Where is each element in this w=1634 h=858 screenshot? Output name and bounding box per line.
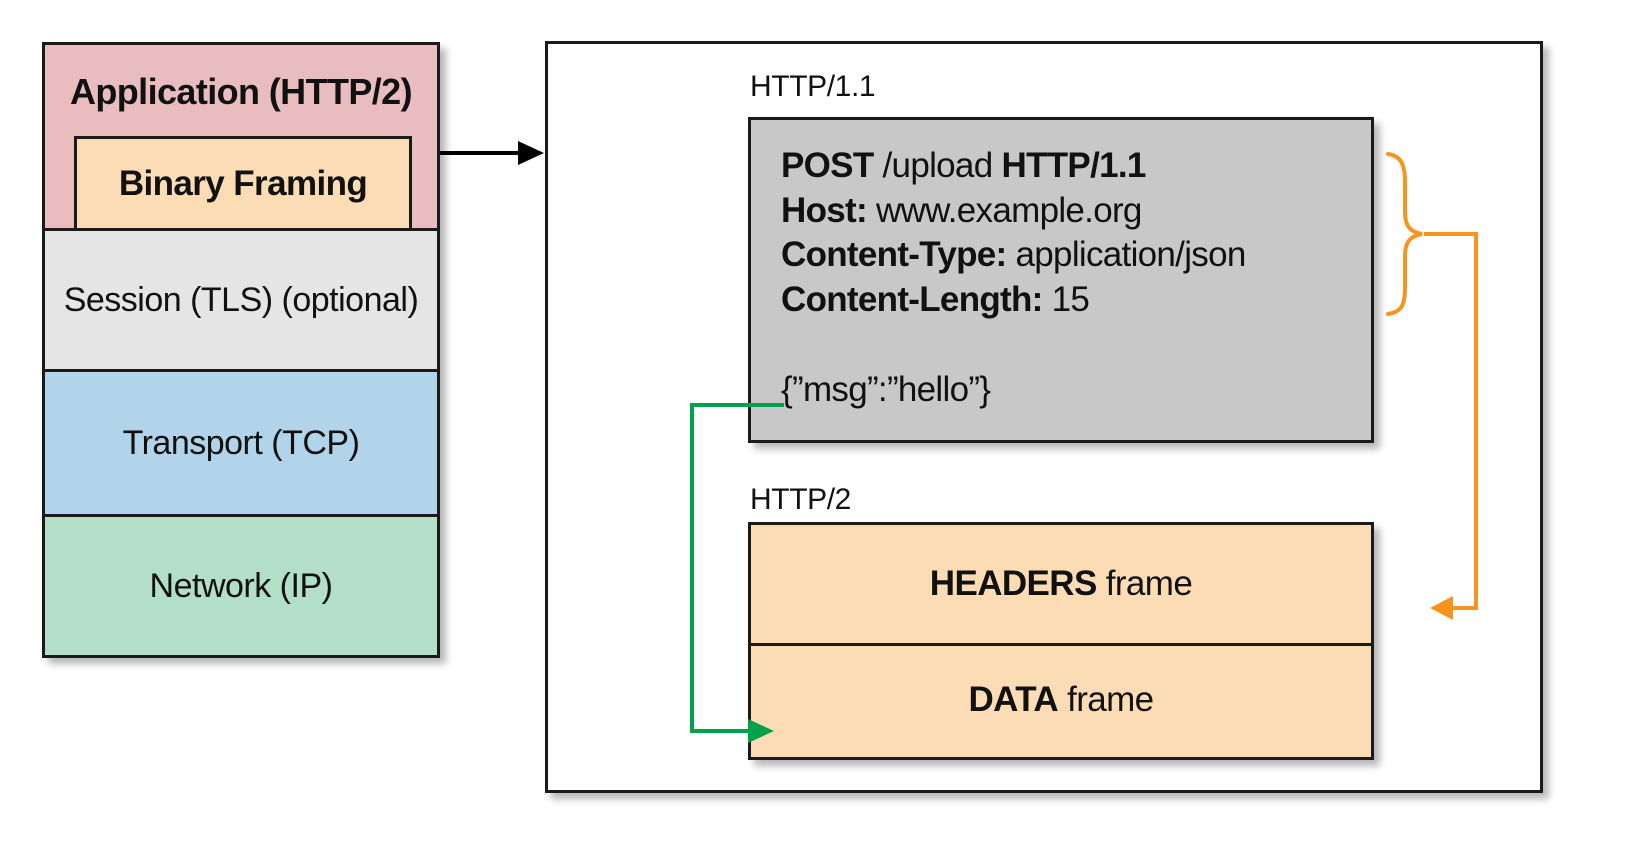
header-name: Content-Length: xyxy=(781,280,1043,319)
header-name: Host: xyxy=(781,191,868,230)
header-line: Content-Type: application/json xyxy=(781,235,1246,275)
protocol-stack: Application (HTTP/2) Binary Framing Sess… xyxy=(42,42,440,658)
transport-layer: Transport (TCP) xyxy=(45,372,437,517)
header-value: 15 xyxy=(1051,280,1090,319)
stack-to-panel-arrow xyxy=(440,141,544,165)
headers-frame: HEADERS frame xyxy=(751,525,1371,646)
application-layer: Application (HTTP/2) Binary Framing xyxy=(45,45,437,228)
application-layer-label: Application (HTTP/2) xyxy=(70,71,413,112)
data-frame-suffix: frame xyxy=(1067,680,1154,719)
binary-framing-label: Binary Framing xyxy=(118,163,368,203)
request-method: POST xyxy=(781,146,874,185)
session-layer-label: Session (TLS) (optional) xyxy=(63,280,419,319)
http2-frames-box: HEADERS frame DATA frame xyxy=(748,522,1374,760)
http11-caption: HTTP/1.1 xyxy=(750,70,876,103)
http2-caption: HTTP/2 xyxy=(750,483,851,516)
data-frame: DATA frame xyxy=(751,643,1371,757)
request-version: HTTP/1.1 xyxy=(1001,146,1147,185)
request-line: POST /upload HTTP/1.1 xyxy=(781,146,1146,186)
header-value: application/json xyxy=(1015,235,1247,274)
binary-framing-layer: Binary Framing xyxy=(74,136,412,228)
header-value: www.example.org xyxy=(875,191,1142,230)
http11-request-box: POST /upload HTTP/1.1 Host: www.example.… xyxy=(748,117,1374,443)
request-body: {”msg”:”hello”} xyxy=(781,370,991,409)
session-layer: Session (TLS) (optional) xyxy=(45,228,437,372)
headers-connector-arrow xyxy=(1424,232,1478,620)
network-layer: Network (IP) xyxy=(45,517,437,655)
headers-frame-suffix: frame xyxy=(1105,564,1193,603)
data-connector-arrow xyxy=(690,403,784,743)
header-name: Content-Type: xyxy=(781,235,1007,274)
data-frame-type: DATA xyxy=(968,680,1059,719)
headers-frame-type: HEADERS xyxy=(929,564,1098,603)
request-path: /upload xyxy=(882,146,994,185)
header-line: Host: www.example.org xyxy=(781,191,1142,231)
header-line: Content-Length: 15 xyxy=(781,280,1090,320)
headers-brace-icon xyxy=(1386,152,1423,316)
network-layer-label: Network (IP) xyxy=(149,566,333,605)
transport-layer-label: Transport (TCP) xyxy=(122,423,360,462)
